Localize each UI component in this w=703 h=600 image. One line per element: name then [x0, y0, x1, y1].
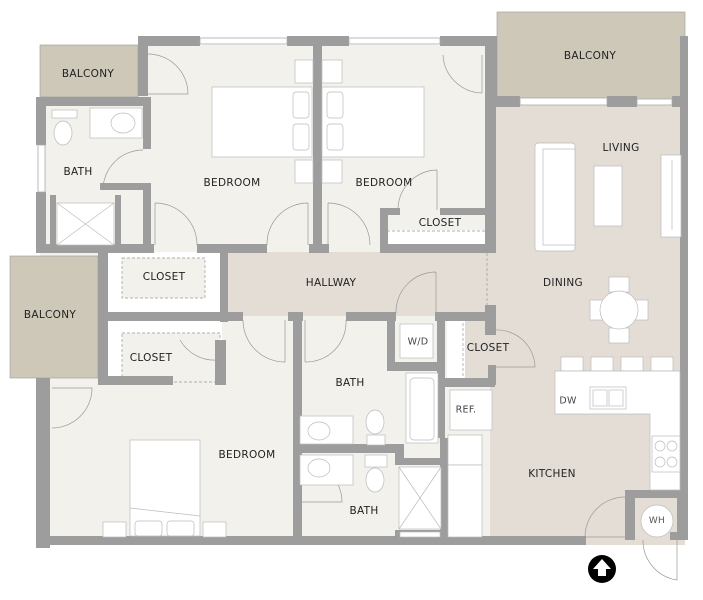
walls — [36, 36, 688, 548]
room-label-living: LIVING — [602, 142, 640, 154]
balcony-w — [9, 255, 99, 379]
room-label-closet-bedroom-2: CLOSET — [418, 217, 462, 229]
room-label-kitchen: KITCHEN — [528, 468, 576, 480]
room-label-closet-center: CLOSET — [466, 342, 510, 354]
furniture — [51, 59, 682, 538]
room-label-washer-dryer: W/D — [407, 336, 429, 348]
room-label-bath-nw: BATH — [63, 166, 93, 178]
entry-arrow-icon — [588, 555, 616, 583]
balcony-nw — [39, 44, 139, 98]
door-swings — [51, 53, 678, 581]
room-label-bedroom-2: BEDROOM — [355, 177, 413, 189]
room-label-dishwasher: DW — [559, 395, 577, 407]
room-label-balcony-nw: BALCONY — [61, 68, 115, 80]
room-label-balcony-w: BALCONY — [23, 309, 77, 321]
room-label-bath-south: BATH — [349, 505, 379, 517]
room-label-hallway: HALLWAY — [305, 277, 357, 289]
room-label-closet-1: CLOSET — [142, 271, 186, 283]
room-label-bedroom-3: BEDROOM — [218, 449, 276, 461]
room-label-bedroom-1: BEDROOM — [203, 177, 261, 189]
room-label-refrigerator: REF. — [455, 404, 477, 416]
room-label-dining: DINING — [543, 277, 583, 289]
room-label-balcony-ne: BALCONY — [563, 50, 617, 62]
room-label-bath-center: BATH — [335, 377, 365, 389]
room-label-water-heater: WH — [648, 516, 666, 526]
hallway-floor — [228, 252, 493, 316]
room-label-closet-2: CLOSET — [129, 352, 173, 364]
